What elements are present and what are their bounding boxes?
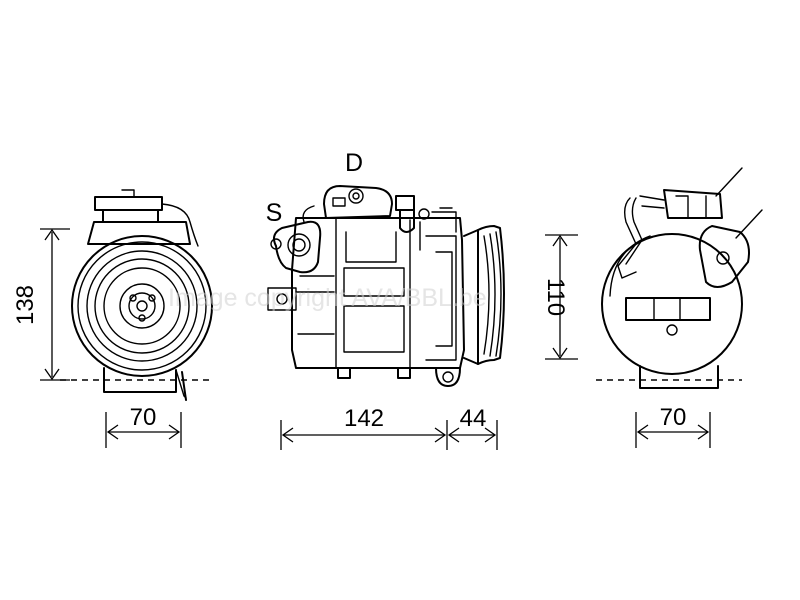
side-pulley-label: 44 [460,405,487,432]
port-suction-label: S [266,199,283,227]
watermark-text: Image copyright AVA/BBL.be [168,284,487,312]
side-length-label: 142 [344,405,384,432]
front-view [71,189,213,401]
front-width-label: 70 [130,404,157,431]
rear-view [601,167,763,389]
dim-front-width [105,412,182,448]
rear-width-label: 70 [660,404,687,431]
dim-rear-width [635,412,711,448]
port-discharge-label: D [345,149,363,177]
rear-height-label: 110 [542,278,569,316]
dim-rear-height [545,234,578,360]
dim-side-length [280,420,448,450]
dim-side-pulley [447,420,498,450]
dim-front-height [40,228,70,381]
front-height-label: 138 [12,285,39,325]
side-view [267,185,505,387]
